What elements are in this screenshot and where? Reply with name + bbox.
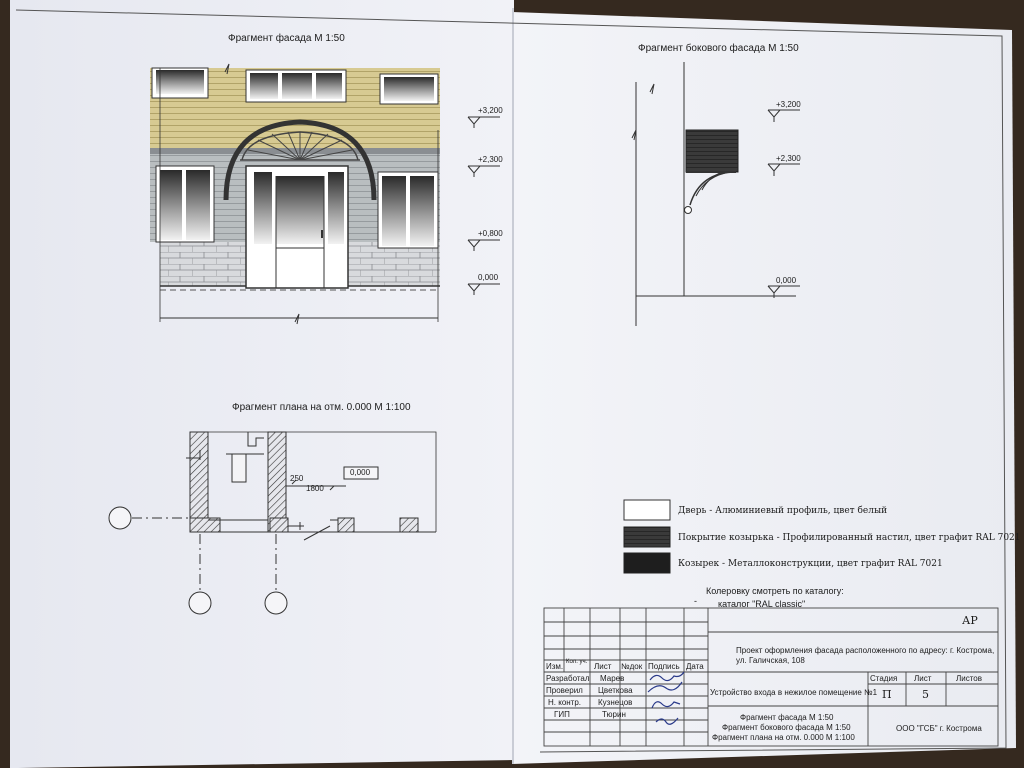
tb-drawing-0: Фрагмент фасада М 1:50 — [740, 713, 834, 722]
tb-sheet: 5 — [922, 688, 929, 701]
facade-title: Фрагмент фасада М 1:50 — [228, 33, 345, 44]
tb-role-1: Проверил — [546, 686, 583, 695]
side-facade-drawing — [631, 62, 800, 326]
side-level-2300: +2,300 — [776, 154, 801, 163]
tb-company: ООО "ГСБ" г. Кострома — [896, 724, 982, 733]
title-block-address: ул. Галичская, 108 — [736, 656, 805, 665]
tb-header-data: Дата — [686, 662, 704, 671]
facade-level-0000: 0,000 — [478, 273, 499, 282]
plan-dim-250: 250 — [290, 474, 304, 483]
tb-header-kol: Кол. уч. — [566, 659, 588, 665]
title-block-code: АР — [962, 614, 978, 627]
facade-level-0800: +0,800 — [478, 229, 503, 238]
tb-drawing-1: Фрагмент бокового фасада М 1:50 — [722, 723, 851, 732]
legend-swatch-door — [623, 499, 671, 521]
facade-level-2300: +2,300 — [478, 155, 503, 164]
legend-item-frame: Козырек - Металлоконструкции, цвет графи… — [678, 559, 943, 569]
side-facade-title: Фрагмент бокового фасада М 1:50 — [638, 43, 799, 54]
tb-sheets-header: Листов — [956, 674, 982, 683]
plan-level-box: 0,000 — [350, 468, 371, 477]
tb-name-1: Цветкова — [598, 686, 633, 695]
tb-drawing-2: Фрагмент плана на отм. 0.000 М 1:100 — [712, 733, 855, 742]
tb-role-2: Н. контр. — [548, 698, 582, 707]
tb-role-0: Разработал — [546, 674, 590, 683]
tb-header-izm: Изм. — [546, 662, 564, 671]
plan-title: Фрагмент плана на отм. 0.000 М 1:100 — [232, 402, 411, 413]
tb-object: Устройство входа в нежилое помещение №1 — [710, 688, 878, 697]
tb-header-podpis: Подпись — [648, 662, 680, 671]
tb-header-ndok: №док — [621, 662, 643, 671]
plan-drawing — [108, 431, 437, 615]
tb-name-3: Тюрин — [602, 710, 626, 719]
tb-name-0: Марев — [600, 674, 625, 683]
title-block-grid — [543, 607, 999, 747]
legend-swatch-frame — [623, 552, 671, 574]
title-block-project: Проект оформления фасада расположенного … — [736, 646, 995, 655]
plan-dim-1800: 1800 — [306, 484, 324, 493]
tb-stage: П — [882, 688, 892, 701]
tb-name-2: Кузнецов — [598, 698, 633, 707]
side-level-0000: 0,000 — [776, 276, 797, 285]
tb-stage-header: Стадия — [870, 674, 898, 683]
facade-level-3200: +3,200 — [478, 106, 503, 115]
side-level-3200: +3,200 — [776, 100, 801, 109]
tb-role-3: ГИП — [554, 710, 570, 719]
legend-note-1: Колеровку смотреть по каталогу: — [706, 586, 844, 596]
tb-sheet-header: Лист — [914, 674, 932, 683]
tb-header-list: Лист — [594, 662, 612, 671]
legend-item-roof: Покрытие козырька - Профилированный наст… — [678, 533, 1021, 543]
legend-item-door: Дверь - Алюминиевый профиль, цвет белый — [678, 506, 888, 516]
front-facade-drawing — [150, 63, 440, 325]
legend-swatch-roof — [623, 526, 671, 548]
legend-note-2: каталог "RAL classic" — [718, 599, 806, 609]
legend-note-dash: - — [694, 596, 697, 606]
